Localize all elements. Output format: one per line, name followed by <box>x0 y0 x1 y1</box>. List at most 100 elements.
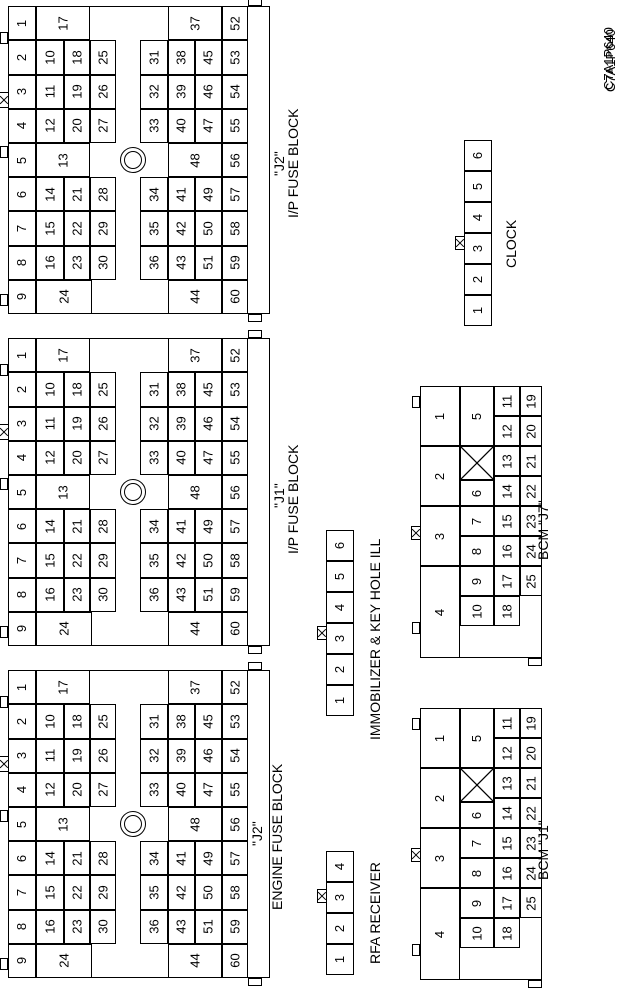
lock-icon <box>0 756 9 772</box>
bcm-j1-connector-pin-number: 4 <box>432 930 448 938</box>
fuse-pin: 14 <box>36 177 64 212</box>
fuse-pin-number: 11 <box>42 416 58 431</box>
fuse-pin: 45 <box>195 40 222 75</box>
fuse-pin: 37 <box>168 670 222 705</box>
bcm-j1-connector-pin: 6 <box>460 802 494 828</box>
bcm-j1-connector-pin: 9 <box>460 888 494 918</box>
fuse-pin-number: 10 <box>42 714 58 729</box>
fuse-pin: 9 <box>8 943 36 978</box>
fuse-block-title: ENGINE FUSE BLOCK <box>269 763 285 910</box>
fuse-pin: 32 <box>140 406 168 441</box>
fuse-pin-number: 1 <box>14 351 30 359</box>
bcm-j7-connector-pin-number: 4 <box>432 608 448 616</box>
lock-icon <box>411 526 421 540</box>
fuse-pin: 59 <box>222 245 248 280</box>
fuse-pin: 56 <box>222 143 248 178</box>
fuse-pin: 41 <box>168 177 195 212</box>
fuse-pin: 43 <box>168 245 195 280</box>
bcm-j1-connector-pin: 16 <box>494 858 520 888</box>
bcm-j7-connector-pin: 10 <box>460 596 494 626</box>
fuse-block-title: I/P FUSE BLOCK <box>285 108 301 218</box>
blank-cavity <box>460 446 494 480</box>
fuse-pin: 56 <box>222 475 248 510</box>
fuse-pin: 4 <box>8 772 36 807</box>
fuse-pin-number: 3 <box>14 88 30 96</box>
fuse-pin: 53 <box>222 704 248 739</box>
bcm-j7-connector-pin-number: 11 <box>499 394 515 408</box>
fuse-pin-number: 5 <box>14 820 30 828</box>
fuse-pin: 31 <box>140 372 168 407</box>
fuse-pin-number: 36 <box>146 919 162 934</box>
fuse-pin: 21 <box>64 509 90 544</box>
fuse-pin-number: 28 <box>95 187 111 202</box>
fuse-pin: 37 <box>168 338 222 373</box>
fuse-pin-number: 5 <box>14 156 30 164</box>
bcm-j7-connector-pin-number: 20 <box>523 423 539 439</box>
fuse-pin-number: 41 <box>174 851 189 866</box>
latch-tab <box>412 396 420 408</box>
fuse-pin: 8 <box>8 245 36 280</box>
bcm-j1-connector-pin: 24 <box>520 858 542 888</box>
fuse-pin: 42 <box>168 543 195 578</box>
mounting-hole-icon <box>120 811 146 837</box>
fuse-pin: 60 <box>222 943 248 978</box>
latch-tab <box>0 958 8 970</box>
fuse-pin: 25 <box>90 40 116 75</box>
fuse-pin-number: 20 <box>69 118 85 134</box>
fuse-pin-number: 17 <box>55 16 71 31</box>
fuse-pin-number: 41 <box>174 187 189 202</box>
fuse-pin-number: 51 <box>201 587 216 602</box>
immobilizer-connector-pin: 6 <box>326 530 354 561</box>
bcm-j1-connector-pin-number: 21 <box>523 775 539 791</box>
fuse-pin: 30 <box>90 909 116 944</box>
fuse-pin-number: 6 <box>14 522 30 530</box>
fuse-pin: 35 <box>140 543 168 578</box>
fuse-pin-number: 13 <box>55 152 71 168</box>
fuse-pin: 47 <box>195 440 222 475</box>
fuse-pin: 32 <box>140 74 168 109</box>
latch-tab <box>0 146 8 158</box>
fuse-pin: 55 <box>222 108 248 143</box>
fuse-pin-number: 14 <box>42 187 58 202</box>
fuse-pin: 50 <box>195 875 222 910</box>
fuse-pin-number: 9 <box>14 625 30 633</box>
fuse-pin-number: 25 <box>95 714 111 729</box>
latch-tab <box>248 646 262 654</box>
bcm-j7-connector-pin: 1 <box>420 386 460 446</box>
fuse-pin: 7 <box>8 875 36 910</box>
clock-connector-pin: 2 <box>464 264 492 295</box>
clock-connector-pin-number: 2 <box>470 275 486 284</box>
fuse-pin: 22 <box>64 875 90 910</box>
fuse-pin-number: 8 <box>14 591 30 599</box>
bcm-j1-connector-pin-number: 8 <box>469 869 485 877</box>
bcm-j7-connector-pin: 15 <box>494 506 520 536</box>
fuse-pin-number: 33 <box>146 782 162 798</box>
fuse-pin: 26 <box>90 406 116 441</box>
fuse-pin-number: 54 <box>227 84 243 99</box>
fuse-pin-number: 49 <box>201 187 216 202</box>
bcm-j1-connector-pin: 4 <box>420 888 460 980</box>
fuse-pin: 11 <box>36 74 64 109</box>
fuse-pin-number: 3 <box>14 420 30 428</box>
fuse-pin: 6 <box>8 177 36 212</box>
immobilizer-connector-pin-number: 6 <box>332 541 348 550</box>
fuse-pin: 31 <box>140 704 168 739</box>
rfa-receiver-label: RFA RECEIVER <box>367 862 383 964</box>
fuse-block-title-code: "J1" <box>271 483 287 508</box>
fuse-pin-number: 42 <box>174 221 189 236</box>
fuse-pin-number: 55 <box>227 782 243 798</box>
fuse-pin-number: 28 <box>95 519 111 534</box>
fuse-pin-number: 31 <box>146 382 162 397</box>
fuse-pin: 34 <box>140 177 168 212</box>
fuse-pin: 12 <box>36 440 64 475</box>
bcm-j7-connector-pin-number: 14 <box>499 483 515 499</box>
fuse-pin: 47 <box>195 772 222 807</box>
bcm-j1-connector-pin-number: 13 <box>499 775 515 791</box>
fuse-pin-number: 33 <box>146 118 162 134</box>
bcm-j7-connector-pin: 5 <box>460 386 494 446</box>
fuse-pin-number: 40 <box>174 450 189 466</box>
fuse-pin-number: 26 <box>95 748 111 763</box>
fuse-pin: 59 <box>222 909 248 944</box>
bcm-j1-connector-pin-number: 1 <box>432 734 448 742</box>
fuse-pin: 13 <box>36 475 90 510</box>
